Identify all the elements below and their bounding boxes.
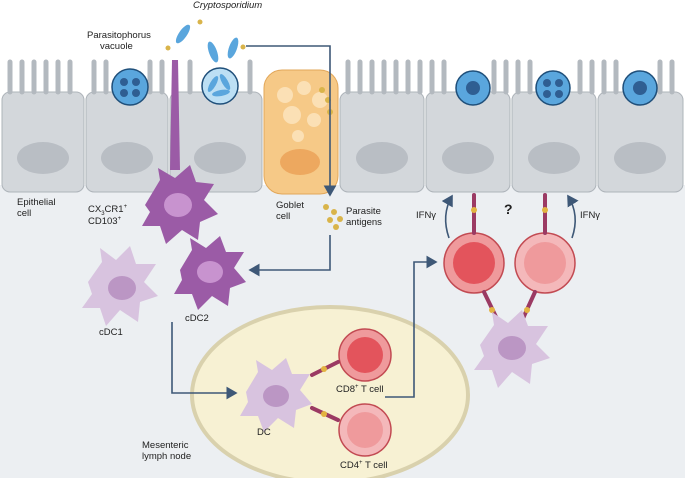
label-cd8-pre: CD8: [336, 384, 356, 395]
cdc2-cell: [174, 236, 246, 310]
label-cx3cr1: CX3CR1+: [88, 203, 128, 217]
label-cx3cr1-sup: +: [123, 203, 128, 210]
label-mesenteric-line1: Mesenteric: [142, 440, 189, 451]
label-parasite-antigens-line2: antigens: [346, 217, 382, 228]
label-cd8-post: T cell: [358, 384, 384, 395]
label-parasite-antigens-line1: Parasite: [346, 206, 381, 217]
label-cd103: CD103+: [88, 216, 121, 227]
label-goblet-line2: cell: [276, 211, 291, 222]
label-epithelial-line1: Epithelial: [17, 197, 56, 208]
label-cd103-sup: +: [117, 215, 122, 222]
label-cryptosporidium: Cryptosporidium: [193, 0, 263, 11]
pathway-arrows: [171, 45, 579, 400]
cdc1-cell: [82, 246, 158, 326]
label-question: ?: [504, 201, 513, 217]
lymph-node-dc: [240, 358, 312, 432]
epithelial-layer: [1, 59, 684, 193]
label-cd103-text: CD103: [88, 216, 118, 227]
label-parasitophorus-line2: vacuole: [100, 41, 133, 52]
label-cx3cr1-pre: CX: [88, 204, 102, 215]
label-cd8-t-cell: CD8+ T cell: [336, 384, 384, 395]
parasite-antigen-dots: [319, 87, 343, 230]
label-cdc1: cDC1: [99, 327, 123, 338]
label-cd4-post: T cell: [362, 460, 388, 471]
label-epithelial-line2: cell: [17, 208, 32, 219]
label-ifng-right: IFNγ: [580, 210, 601, 221]
label-mesenteric-line2: lymph node: [142, 451, 192, 462]
effector-t-cells: [443, 193, 576, 327]
label-parasitophorus-line1: Parasitophorus: [87, 30, 151, 41]
label-goblet-line1: Goblet: [276, 200, 304, 211]
label-cd4-sup: +: [359, 459, 363, 466]
label-cx3cr1-post: CR1: [104, 204, 124, 215]
cryptosporidium-parasites: [165, 19, 246, 105]
presenting-dc-right: [474, 310, 550, 388]
label-cd8-sup: +: [355, 383, 359, 390]
label-cx3cr1-sub: 3: [101, 210, 105, 217]
label-cd4-pre: CD4: [340, 460, 360, 471]
cx3cr1-dendritic-cell: [142, 60, 218, 244]
lymph-node-t-cells: [310, 328, 392, 457]
label-cd4-t-cell: CD4+ T cell: [340, 460, 388, 471]
label-cdc2: cDC2: [185, 313, 209, 324]
label-ifng-left: IFNγ: [416, 210, 437, 221]
label-dc: DC: [257, 427, 271, 438]
lymph-node: [190, 305, 470, 478]
parasitophorus-vacuoles: [111, 68, 658, 106]
goblet-cell: [263, 69, 339, 195]
